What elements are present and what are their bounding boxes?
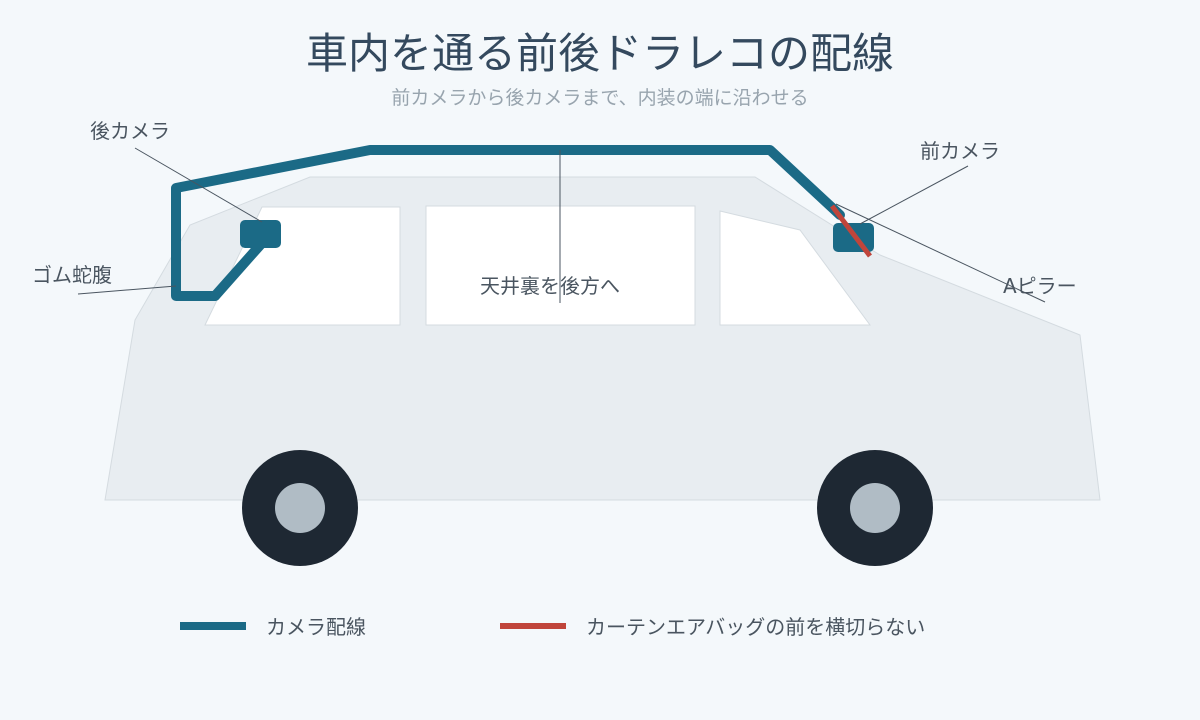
rear-wheel — [242, 450, 358, 566]
legend-swatch-warning — [500, 623, 566, 629]
legend-swatch-wire — [180, 622, 246, 630]
rear-camera — [240, 220, 281, 248]
rubber-bellows-label: ゴム蛇腹 — [32, 263, 112, 287]
front-window — [719, 210, 871, 326]
legend-label-wire: カメラ配線 — [266, 615, 366, 639]
camera-wire — [171, 145, 845, 301]
a-pillar-label: Aピラー — [1003, 274, 1077, 298]
legend: カメラ配線 カーテンエアバッグの前を横切らない — [180, 615, 925, 639]
page-subtitle: 前カメラから後カメラまで、内装の端に沿わせる — [391, 87, 808, 109]
rear-camera-label: 後カメラ — [90, 119, 170, 143]
rear-camera-wire-drop — [210, 238, 267, 301]
bellows-leader — [77, 285, 177, 295]
front-camera-label: 前カメラ — [920, 139, 1000, 163]
ceiling-label: 天井裏を後方へ — [480, 274, 620, 298]
front-wheel — [817, 450, 933, 566]
front-camera-leader — [859, 165, 969, 225]
page-title: 車内を通る前後ドラレコの配線 — [306, 29, 894, 78]
legend-label-warning: カーテンエアバッグの前を横切らない — [586, 615, 925, 639]
airbag-warning-line — [830, 204, 872, 258]
rear-camera-leader — [134, 147, 263, 223]
a-pillar-leader — [835, 203, 1046, 303]
